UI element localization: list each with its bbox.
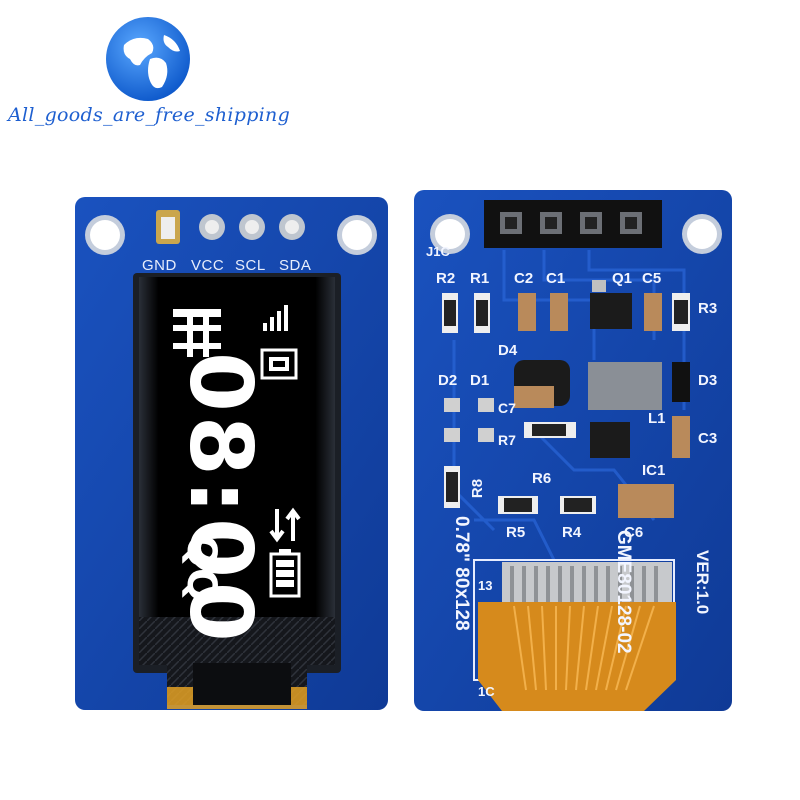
pin-label-sda: SDA xyxy=(279,257,312,274)
label-r1: R1 xyxy=(470,270,490,287)
label-c6: C6 xyxy=(624,524,644,541)
pin-13-label: 13 xyxy=(478,578,493,593)
label-l1: L1 xyxy=(648,410,666,427)
label-d1: D1 xyxy=(470,372,490,389)
label-c5: C5 xyxy=(642,270,662,287)
oled-screen: 08:00 QQ xyxy=(139,277,335,646)
label-q1: Q1 xyxy=(612,270,633,287)
pin-label-gnd: GND xyxy=(142,257,177,274)
watermark-text: All_goods_are_free_shipping xyxy=(8,104,291,126)
label-d3: D3 xyxy=(698,372,718,389)
label-r4: R4 xyxy=(562,524,582,541)
back-board: J1C R2 R1 C2 C1 Q1 C5 R3 D4 D2 D1 D3 C7 … xyxy=(414,190,732,711)
sim-card-icon xyxy=(173,309,221,357)
label-r3: R3 xyxy=(698,300,718,317)
calendar-icon xyxy=(260,348,298,380)
pin-label-scl: SCL xyxy=(235,257,266,274)
label-j1c: J1C xyxy=(426,244,450,259)
pin-label-vcc: VCC xyxy=(191,257,225,274)
label-r8: R8 xyxy=(469,478,487,499)
label-c2: C2 xyxy=(514,270,534,287)
label-r7: R7 xyxy=(498,432,516,448)
oled-app-label: QQ xyxy=(178,533,225,603)
front-board: GND VCC SCL SDA 08:00 xyxy=(75,197,388,710)
signal-icon xyxy=(263,305,288,331)
label-c7: C7 xyxy=(498,400,516,416)
back-pcb-graphic xyxy=(414,190,732,711)
label-r2: R2 xyxy=(436,270,456,287)
globe-logo-icon xyxy=(106,17,190,101)
pin-1-label: 1C xyxy=(478,684,495,699)
label-c1: C1 xyxy=(546,270,566,287)
label-r5: R5 xyxy=(506,524,526,541)
label-ic1: IC1 xyxy=(642,462,666,479)
label-r6: R6 xyxy=(532,470,552,487)
label-d4: D4 xyxy=(498,342,518,359)
label-c3: C3 xyxy=(698,430,718,447)
version-label: VER:1.0 xyxy=(693,550,712,615)
label-d2: D2 xyxy=(438,372,458,389)
battery-icon xyxy=(269,549,301,598)
data-transfer-icon xyxy=(269,507,301,543)
size-spec-label: 0.78" 80x128 xyxy=(451,516,472,631)
model-label: GME80128-02 xyxy=(613,530,634,654)
